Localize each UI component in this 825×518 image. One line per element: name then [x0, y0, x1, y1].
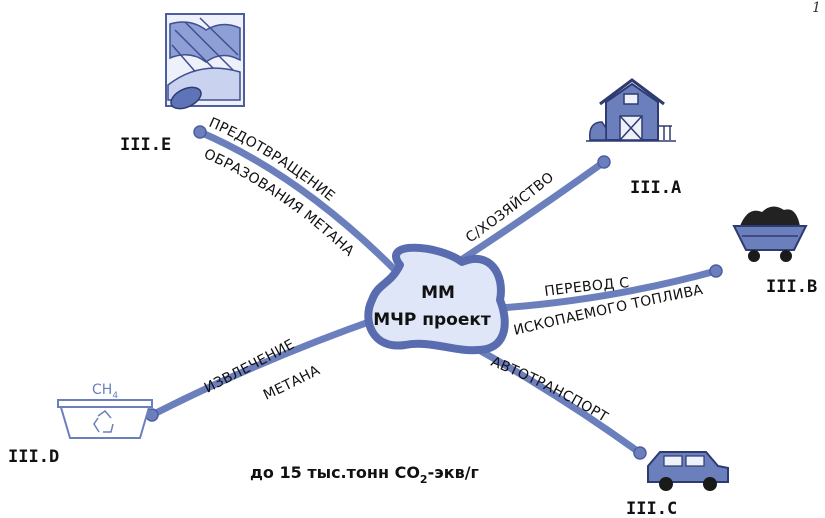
- branch-line-d: [148, 314, 384, 419]
- branch-lines: [148, 128, 720, 457]
- hub-blob: [364, 243, 509, 355]
- car-icon: [647, 451, 729, 491]
- recycle-symbol-icon: [93, 409, 114, 433]
- coal-cart-icon: [732, 206, 808, 262]
- branch-label-d-line2: МЕТАНА: [261, 362, 323, 403]
- branch-id-d: III.D: [8, 447, 59, 467]
- branch-end-dots: [145, 125, 723, 460]
- branch-dot-c: [633, 446, 647, 460]
- central-hub: MM МЧР проект: [364, 243, 509, 355]
- barn-icon: [586, 78, 676, 142]
- branch-id-c: III.C: [626, 499, 677, 518]
- branch-label-c: АВТОТРАНСПОРТ: [489, 354, 611, 426]
- branch-dot-e: [193, 125, 207, 139]
- branch-id-e: III.E: [120, 135, 171, 155]
- hub-line1: MM: [421, 283, 455, 303]
- branch-id-b: III.B: [766, 277, 817, 297]
- branch-id-a: III.A: [630, 178, 681, 198]
- branch-line-e: [196, 128, 399, 274]
- branch-line-b: [496, 267, 720, 312]
- branch-line-a: [454, 158, 608, 266]
- branch-line-c: [466, 341, 644, 457]
- branch-dot-a: [597, 155, 611, 169]
- branch-dot-b: [709, 264, 723, 278]
- recycling-bin-icon: CH4: [57, 382, 153, 439]
- hub-line2: МЧР проект: [373, 310, 491, 330]
- page-corner-mark: 1: [812, 0, 821, 16]
- landfill-icon: [165, 13, 245, 110]
- emissions-caption: до 15 тыс.тонн CO2-экв/г: [250, 463, 479, 486]
- ch4-label: CH4: [92, 382, 118, 401]
